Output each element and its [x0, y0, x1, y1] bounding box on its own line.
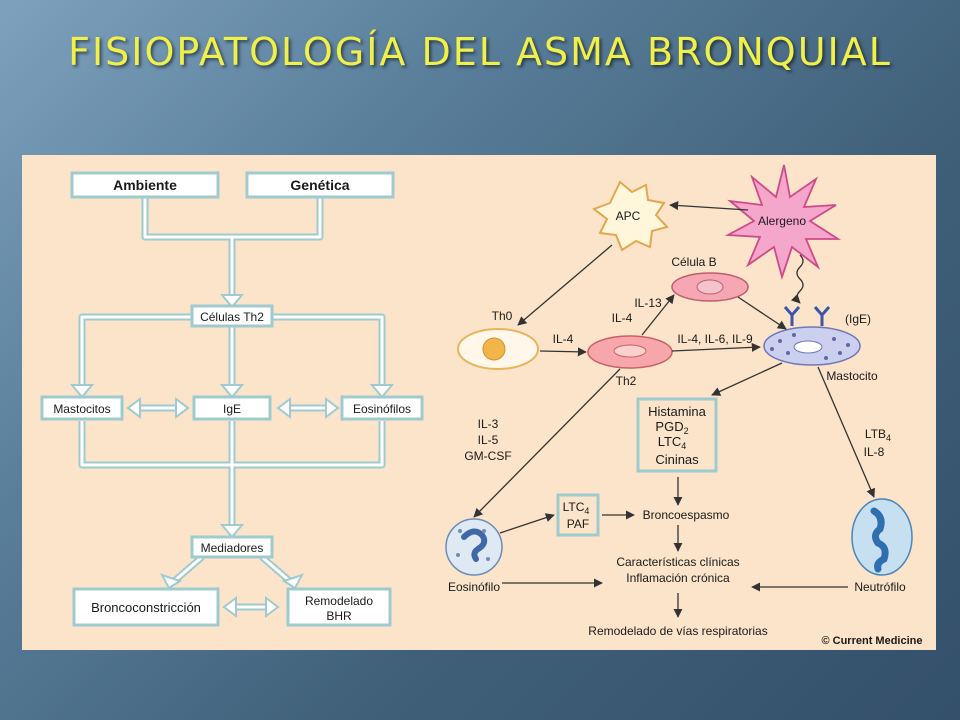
pgd-label: PGD: [655, 419, 683, 434]
eosinofilo-granules-icon: [456, 529, 490, 561]
arrow-apc-th0: [517, 244, 613, 326]
il8-label: IL-8: [864, 445, 885, 459]
neutrofilo-nucleus-icon: [870, 507, 889, 573]
ltb-label: LTB: [865, 427, 886, 441]
asthma-diagram: Ambiente Genética Células Th2 Mastocitos…: [22, 155, 936, 650]
broncoconstriccion-label: Broncoconstricción: [91, 600, 201, 615]
ltc-label: LTC: [658, 434, 682, 449]
arrow-alergeno-apc: [669, 200, 749, 211]
ige-box: [192, 395, 272, 421]
arrow-th2-mastocito: [671, 342, 761, 352]
ltb-sub: 4: [886, 433, 891, 443]
celulas-th2-label: Células Th2: [200, 310, 264, 324]
left-flowchart: Ambiente Genética Células Th2 Mastocitos…: [40, 171, 424, 627]
mediators-box: [636, 397, 718, 473]
broncoespasmo-label: Broncoespasmo: [643, 508, 730, 522]
neutrofilo-label: Neutrófilo: [854, 580, 906, 594]
mastocitos-box: [40, 395, 124, 421]
slide-title: FISIOPATOLOGÍA DEL ASMA BRONQUIAL: [68, 30, 892, 74]
il4-label: IL-4: [553, 332, 574, 346]
genetica-box: [245, 171, 395, 199]
arrow-th2-eosinofilo: [473, 368, 621, 518]
ige-label: IgE: [223, 402, 241, 416]
ambiente-box: [70, 171, 220, 199]
eosinofilos-box: [340, 395, 424, 421]
ltc4b-text: LTC4: [563, 500, 590, 516]
th2-label: Th2: [616, 374, 637, 388]
ltc4b-sub: 4: [584, 506, 589, 516]
mastocito-nucleus-icon: [793, 340, 823, 354]
mastocito-granules-icon: [770, 333, 850, 360]
histamina-label: Histamina: [648, 404, 707, 419]
inflamacion-label: Inflamación crónica: [626, 571, 730, 585]
il4-6-9-label: IL-4, IL-6, IL-9: [677, 332, 753, 346]
il13-label: IL-13: [634, 296, 662, 310]
arrow-celulab-mastocito: [737, 296, 787, 330]
neutrofilo-cell-icon: [851, 498, 913, 576]
diagram-canvas: Ambiente Genética Células Th2 Mastocitos…: [40, 164, 923, 647]
ltc4-paf-box: [556, 493, 600, 537]
ige-label-right: (IgE): [845, 312, 871, 326]
pgd-sub: 2: [684, 426, 689, 436]
il4-top-label: IL-4: [612, 311, 633, 325]
apc-cell-icon: [591, 180, 669, 252]
ltc-text: LTC4: [658, 434, 687, 451]
arrow-mastocito-neutrofilo: [817, 366, 875, 498]
ltb-text: LTB4: [865, 427, 891, 443]
bhr-label: BHR: [326, 609, 352, 623]
arrow-th0-th2: [539, 347, 587, 357]
mastocito-label: Mastocito: [826, 369, 878, 383]
il5-label: IL-5: [478, 433, 499, 447]
cininas-label: Cininas: [655, 452, 699, 467]
apc-label: APC: [616, 209, 641, 223]
genetica-label: Genética: [290, 177, 349, 193]
arrow-eosinofilo-ltc4: [499, 513, 555, 534]
mediadores-box: [190, 535, 274, 559]
mastocitos-label: Mastocitos: [53, 402, 110, 416]
caracteristicas-label: Características clínicas: [616, 555, 739, 569]
copyright-label: © Current Medicine: [821, 635, 922, 647]
th0-nucleus-icon: [482, 337, 506, 361]
alergeno-squiggle: [790, 254, 804, 304]
mediadores-label: Mediadores: [201, 541, 264, 555]
eosinofilo-nucleus-icon: [461, 528, 488, 562]
th0-label: Th0: [492, 309, 513, 323]
eosinofilo-label: Eosinófilo: [448, 580, 500, 594]
remodelado-vias-label: Remodelado de vías respiratorias: [588, 624, 767, 638]
il3-label: IL-3: [478, 417, 499, 431]
th2-nucleus-icon: [613, 344, 647, 358]
alergeno-label: Alergeno: [758, 214, 806, 228]
celulas-th2-box: [190, 304, 274, 328]
arrow-th2-celulab: [641, 294, 675, 336]
right-pathway: APC Alergeno Célula B Th0 Th2 (IgE) Mast…: [445, 164, 923, 647]
celula-b-label: Célula B: [671, 255, 716, 269]
eosinofilo-cell-icon: [445, 518, 503, 576]
arrow-mastocito-mediators: [711, 362, 783, 396]
paf-label: PAF: [567, 517, 589, 531]
ltc4b-label: LTC: [563, 500, 585, 514]
eosinofilos-label: Eosinófilos: [353, 402, 411, 416]
gmcsf-label: GM-CSF: [464, 449, 511, 463]
ambiente-label: Ambiente: [113, 177, 177, 193]
celula-b-nucleus-icon: [696, 279, 724, 295]
flow-pipes: [69, 197, 395, 618]
remodelado-label: Remodelado: [305, 594, 373, 608]
ltc-sub: 4: [681, 441, 686, 451]
pgd-text: PGD2: [655, 419, 688, 436]
remodelado-box: [286, 587, 392, 627]
ige-receptor-icon: [783, 306, 831, 326]
alergeno-icon: [724, 164, 842, 281]
broncoconstriccion-box: [72, 587, 220, 627]
